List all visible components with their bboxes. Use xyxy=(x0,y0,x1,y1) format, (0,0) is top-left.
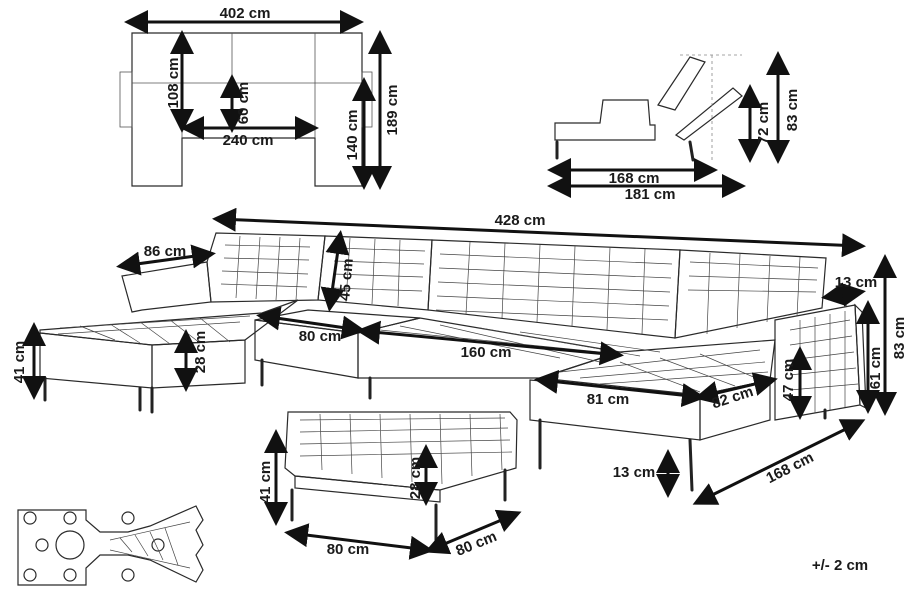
leg-height-label: 13 cm xyxy=(613,464,656,481)
hinge-detail xyxy=(17,505,204,586)
seat-width-center-label: 160 cm xyxy=(461,344,512,361)
top-seat-inner-label: 108 cm xyxy=(165,58,182,109)
ottoman-height-label: 41 cm xyxy=(257,461,274,504)
chaise-right-width-label: 81 cm xyxy=(587,391,630,408)
side-inner-length-label: 168 cm xyxy=(609,170,660,187)
top-width-label: 402 cm xyxy=(220,5,271,22)
top-view xyxy=(119,10,392,190)
top-chaise-depth-label: 140 cm xyxy=(344,110,361,161)
side-total-length-label: 181 cm xyxy=(625,186,676,203)
main-dimensions xyxy=(22,207,897,560)
ottoman-width-label: 80 cm xyxy=(327,541,370,558)
ottoman-cushion-label: 28 cm xyxy=(407,457,424,500)
top-total-depth-label: 189 cm xyxy=(384,85,401,136)
total-width-label: 428 cm xyxy=(495,212,546,229)
ottoman-depth-label: 80 cm xyxy=(453,528,499,560)
arm-width-label: 13 cm xyxy=(835,274,878,291)
side-total-height-label: 83 cm xyxy=(784,89,801,132)
top-backrest-label: 60 cm xyxy=(235,82,252,125)
side-view xyxy=(547,51,790,198)
arm-height-label: 61 cm xyxy=(867,347,884,390)
side-back-height-label: 72 cm xyxy=(755,102,772,145)
top-middle-width-label: 240 cm xyxy=(223,132,274,149)
inner-height-label: 47 cm xyxy=(780,359,797,402)
tolerance-note: +/- 2 cm xyxy=(812,557,868,574)
seat-width-left-label: 80 cm xyxy=(299,328,342,345)
chaise-length-label: 168 cm xyxy=(763,449,816,487)
overall-height-label: 83 cm xyxy=(891,317,908,360)
back-height-label: 45 cm xyxy=(336,258,357,302)
chaise-width-label: 86 cm xyxy=(144,243,187,260)
floor-to-seat-label: 41 cm xyxy=(11,341,28,384)
chaise-seat-height-label: 28 cm xyxy=(192,331,209,374)
